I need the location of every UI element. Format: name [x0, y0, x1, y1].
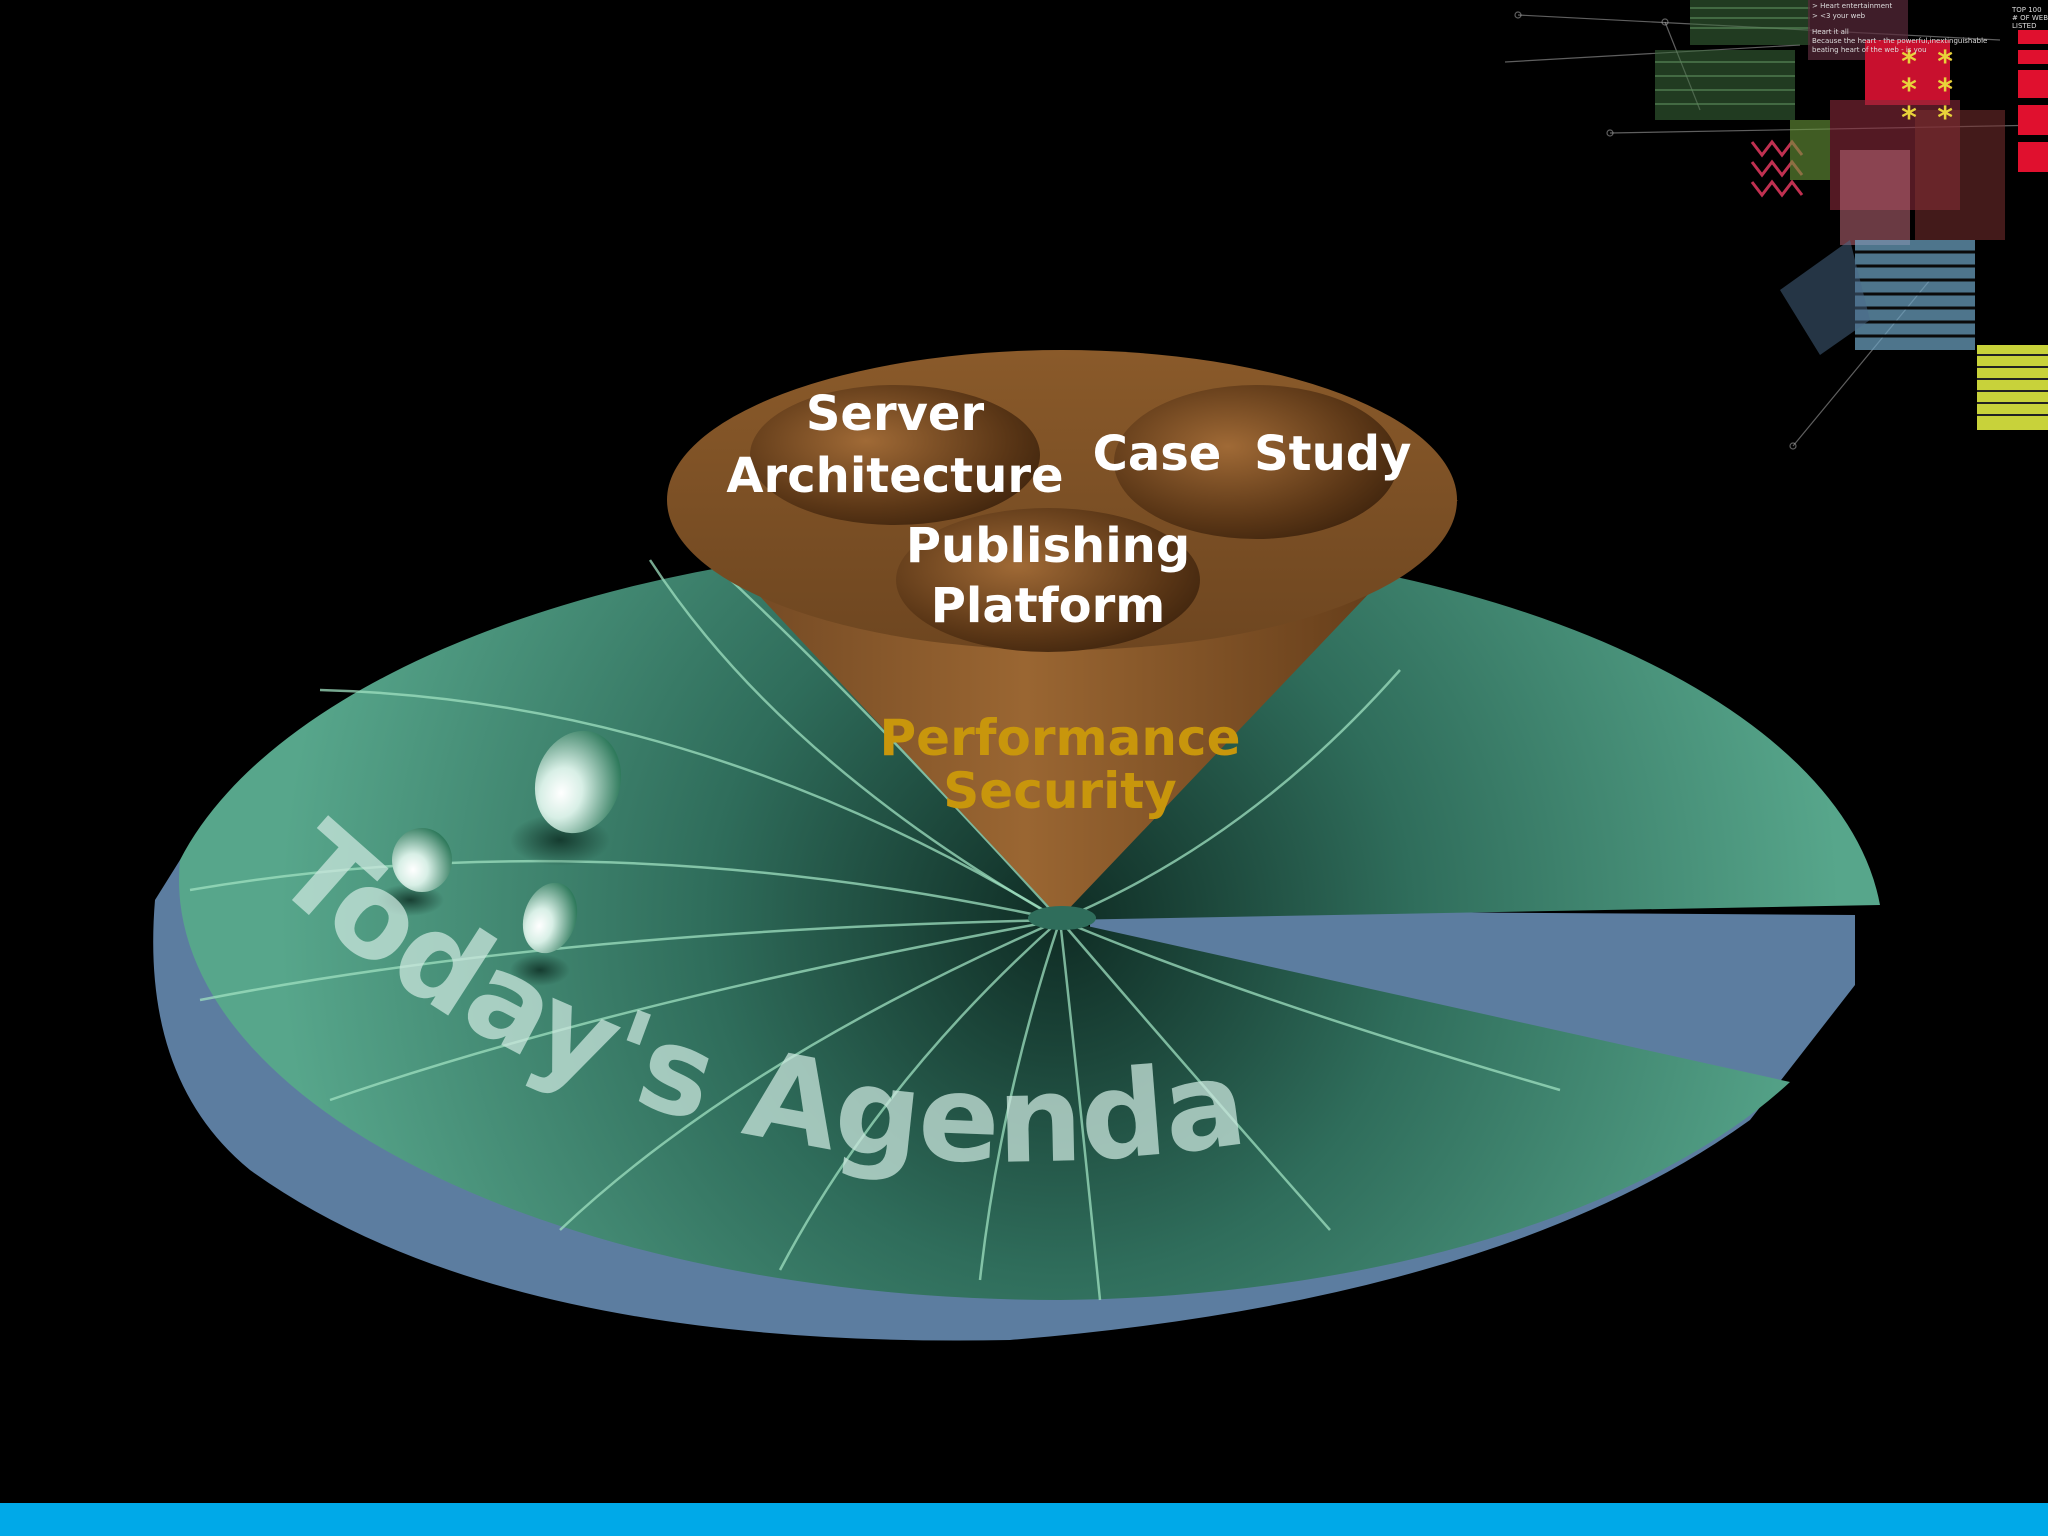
deco-line-7: # OF WEBSITE: [2012, 14, 2048, 22]
item-case: Case Study: [1093, 426, 1412, 482]
item-publishing-line2: Platform: [931, 578, 1166, 634]
deco-asterisks-2: * *: [1900, 73, 1954, 108]
item-case-word1: Case: [1093, 426, 1222, 482]
deco-line-6: TOP 100: [2011, 6, 2042, 14]
deco-line-8: LISTED: [2012, 22, 2037, 30]
item-performance: Performance: [880, 709, 1241, 767]
deco-line-5: beating heart of the web - is you: [1812, 46, 1927, 54]
funnel-stem: [1028, 906, 1096, 930]
bowl-case-study: [1114, 385, 1398, 539]
deco-line-1: > Heart entertainment: [1812, 2, 1892, 10]
bowl-publishing: [896, 508, 1200, 652]
bowl-server: [750, 385, 1040, 525]
decorative-collage: * * * * * * > Heart entertainment > <3 y…: [1504, 0, 2048, 450]
deco-line-2: > <3 your web: [1812, 12, 1866, 20]
item-server-line2: Architecture: [726, 448, 1063, 504]
deco-asterisks-3: * *: [1900, 101, 1954, 136]
leaf-veins: [189, 559, 1561, 1301]
deco-line-4: Because the heart - the powerful,inextin…: [1812, 37, 1987, 45]
water-drops: [376, 730, 622, 986]
item-case-word2: Study: [1254, 426, 1411, 482]
item-security: Security: [943, 762, 1176, 820]
bottom-accent-bar: [0, 1503, 2048, 1536]
deco-line-3: Heart it all: [1812, 28, 1849, 36]
deco-asterisks-1: * *: [1900, 45, 1954, 80]
leaf-edge-right: [1090, 910, 1855, 945]
item-publishing-line1: Publishing: [906, 518, 1190, 574]
item-server-line1: Server: [806, 386, 985, 442]
